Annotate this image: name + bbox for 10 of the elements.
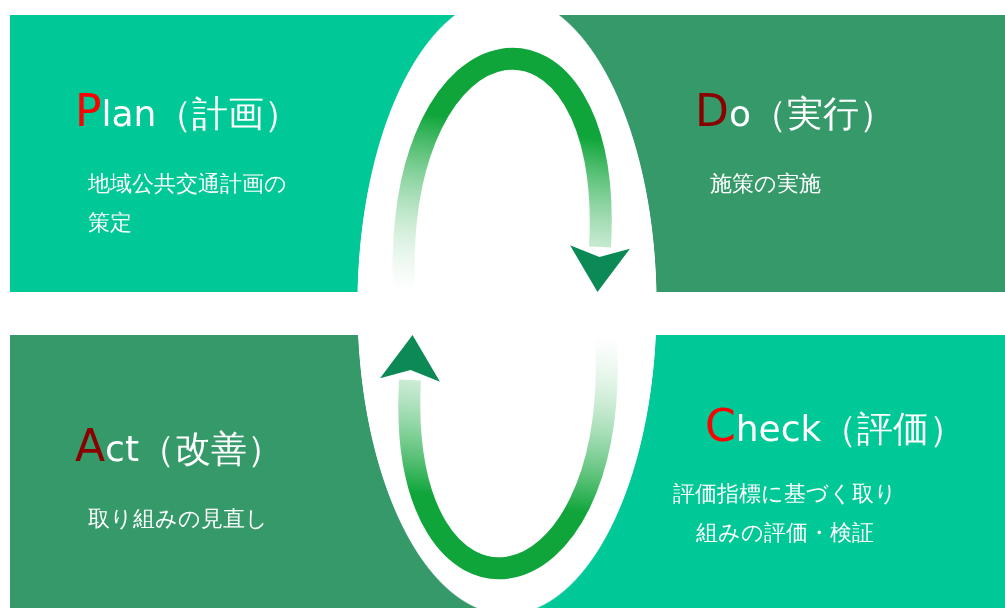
arrow [380,334,617,579]
body-text: 評価指標に基づく取り組みの評価・検証 [672,480,898,547]
body-text: 地域公共交通計画の策定 [88,170,288,237]
arrow [393,48,630,293]
heading-text: Plan（計画） [75,85,301,138]
body-text: 施策の実施 [710,170,822,198]
heading-text: Check（評価） [705,400,966,453]
heading-text: Do（実行） [695,85,895,138]
body-text: 取り組みの見直し [88,505,269,533]
heading-text: Act（改善） [75,420,284,473]
